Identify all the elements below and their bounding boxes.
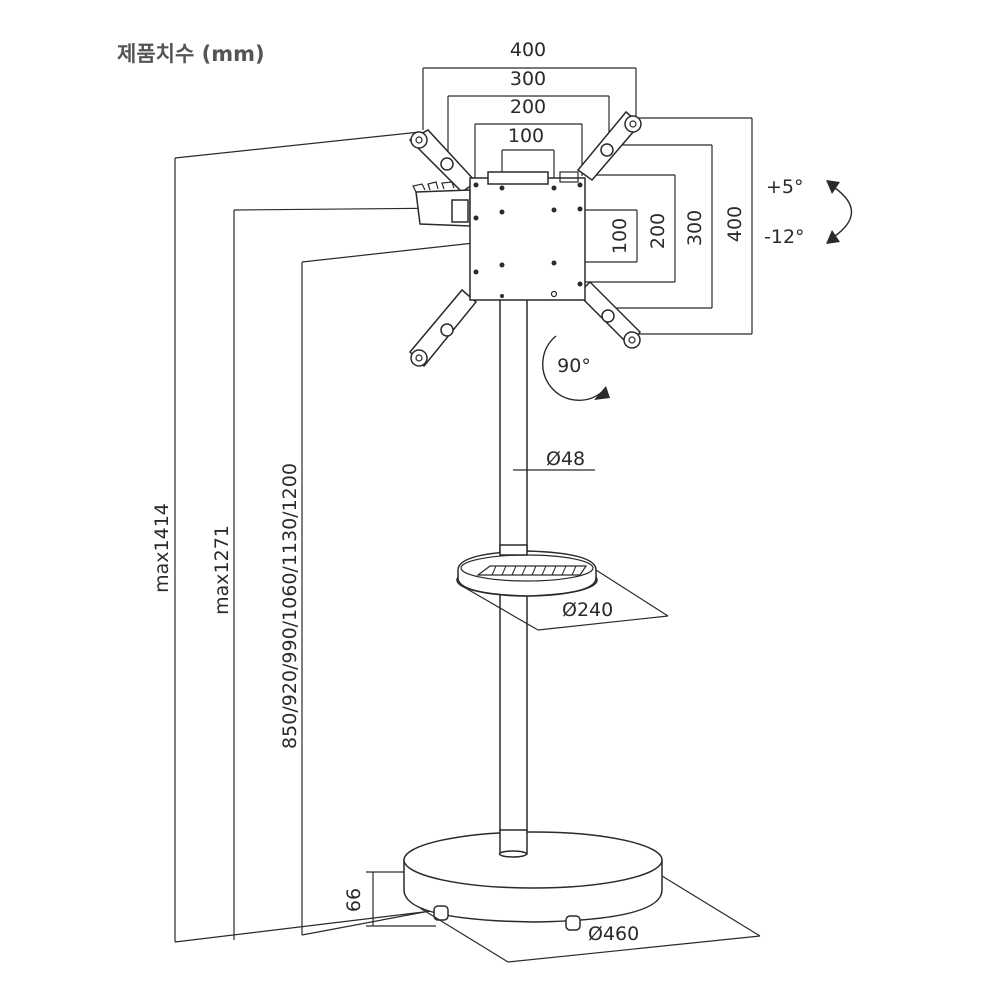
page-title: 제품치수 (mm) <box>117 42 265 66</box>
vesa-h-300-label: 300 <box>510 68 546 90</box>
vesa-h-200-label: 200 <box>510 96 546 118</box>
vesa-h-400-label: 400 <box>510 39 546 61</box>
vesa-h-100-label: 100 <box>508 125 544 147</box>
height-max-center-label: max1271 <box>211 525 233 615</box>
height-max-total-label: max1414 <box>151 503 173 593</box>
vesa-v-300-label: 300 <box>684 210 706 246</box>
vesa-v-100-label: 100 <box>609 218 631 254</box>
rotation-arrow-icon <box>542 335 610 401</box>
height-adjustable-label: 850/920/990/1060/1130/1200 <box>279 463 301 749</box>
base-diameter-label: Ø460 <box>588 923 639 945</box>
tilt-down-label: -12° <box>764 226 805 248</box>
vesa-v-400-label: 400 <box>724 206 746 242</box>
tray <box>456 544 669 631</box>
vesa-vertical-dimensions <box>585 117 753 335</box>
vesa-mount <box>408 110 642 368</box>
tilt-arrow-icon <box>826 180 852 244</box>
tilt-up-label: +5° <box>766 176 804 198</box>
pole-diameter-label: Ø48 <box>546 448 585 470</box>
height-dimensions <box>174 131 475 943</box>
vesa-v-200-label: 200 <box>647 213 669 249</box>
tray-diameter-label: Ø240 <box>562 599 613 621</box>
cable-holder <box>412 181 471 227</box>
base <box>366 829 761 963</box>
base-height-label: 66 <box>343 888 365 912</box>
rotation-label: 90° <box>557 355 591 377</box>
